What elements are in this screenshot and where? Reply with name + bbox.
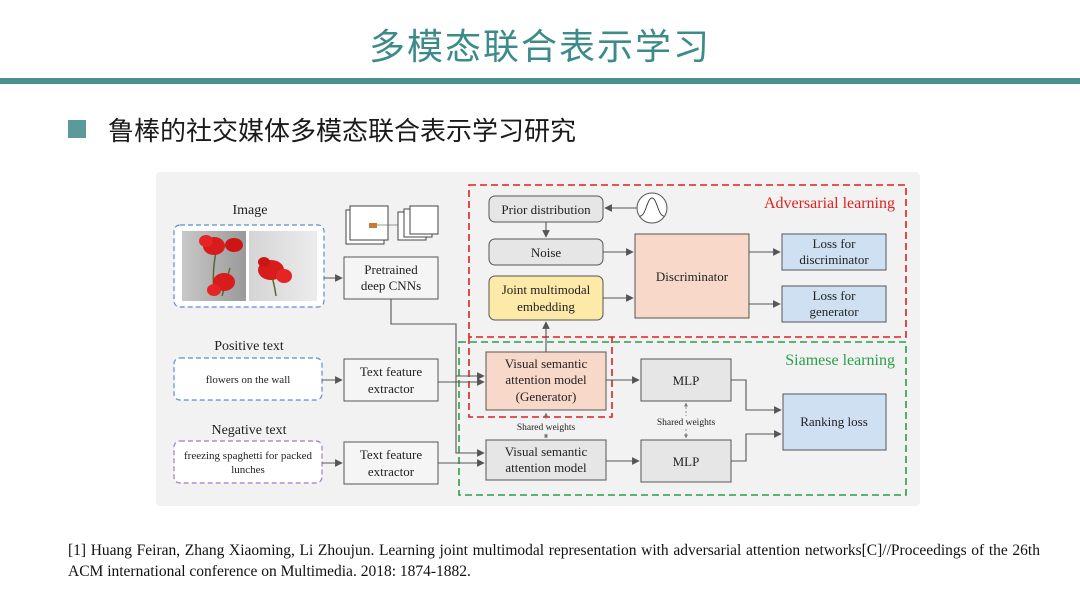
pretrained-cnn-line-1: Pretrained bbox=[364, 262, 418, 277]
loss-generator-line-1: Loss for bbox=[813, 288, 857, 303]
loss-discriminator-line-2: discriminator bbox=[799, 252, 869, 267]
bullet-text: 鲁棒的社交媒体多模态联合表示学习研究 bbox=[108, 116, 577, 147]
gaussian-icon bbox=[636, 192, 668, 224]
generator-boundary bbox=[468, 337, 613, 418]
bullet-square-icon bbox=[68, 120, 86, 138]
negative-text-label: Negative text bbox=[211, 423, 286, 438]
discriminator-label: Discriminator bbox=[656, 269, 729, 284]
positive-text-label: Positive text bbox=[214, 339, 284, 354]
negative-text-line-2: lunches bbox=[231, 464, 265, 476]
vsam-generator-line-3: (Generator) bbox=[516, 389, 577, 404]
loss-generator-line-2: generator bbox=[809, 304, 859, 319]
siamese-group bbox=[458, 341, 907, 496]
arrow-mlp-top-to-ranking bbox=[731, 379, 782, 414]
bullet-row: 鲁棒的社交媒体多模态联合表示学习研究 bbox=[68, 112, 577, 147]
vsam-box bbox=[485, 439, 607, 481]
mlp-top-label: MLP bbox=[673, 373, 700, 388]
text-extractor-1-box bbox=[343, 358, 439, 402]
poppy-image bbox=[182, 231, 317, 301]
loss-generator-box bbox=[781, 285, 887, 323]
slide-title: 多模态联合表示学习 bbox=[368, 27, 711, 68]
vsam-generator-line-1: Visual semantic bbox=[505, 356, 588, 371]
image-label: Image bbox=[233, 203, 268, 218]
pretrained-cnn-box bbox=[343, 256, 439, 300]
mlp-top-box bbox=[640, 358, 732, 402]
architecture-diagram: Adversarial learning Siamese learning Im… bbox=[173, 184, 907, 496]
arrow-cnn-to-vsam bbox=[390, 299, 485, 380]
arrow-mlp-bottom-to-ranking bbox=[731, 430, 782, 462]
text-extractor-1-line-1: Text feature bbox=[360, 364, 422, 379]
discriminator-box bbox=[634, 233, 750, 319]
text-extractor-2-box bbox=[343, 441, 439, 485]
loss-discriminator-box bbox=[781, 233, 887, 271]
positive-text: flowers on the wall bbox=[206, 374, 291, 386]
text-extractor-2-line-2: extractor bbox=[368, 464, 415, 479]
pretrained-cnn-line-2: deep CNNs bbox=[361, 278, 421, 293]
prior-distribution-label: Prior distribution bbox=[501, 202, 591, 217]
adversarial-label: Adversarial learning bbox=[764, 195, 895, 212]
mlp-bottom-box bbox=[640, 439, 732, 483]
vsam-generator-box bbox=[485, 351, 607, 411]
architecture-figure: Adversarial learning Siamese learning Im… bbox=[156, 172, 920, 506]
negative-text-line-1: freezing spaghetti for packed bbox=[184, 450, 312, 462]
siamese-label: Siamese learning bbox=[785, 352, 895, 369]
ranking-loss-box bbox=[782, 393, 887, 451]
feature-maps-icon bbox=[345, 205, 439, 245]
loss-discriminator-line-1: Loss for bbox=[813, 236, 857, 251]
noise-label: Noise bbox=[531, 245, 562, 260]
arrow-cnn-to-vsam-bottom bbox=[455, 376, 485, 457]
joint-embedding-line-2: embedding bbox=[517, 299, 575, 314]
ranking-loss-label: Ranking loss bbox=[800, 414, 868, 429]
title-divider bbox=[0, 78, 1080, 84]
shared-weights-label-1: Shared weights bbox=[517, 423, 576, 433]
mlp-bottom-label: MLP bbox=[673, 454, 700, 469]
vsam-generator-line-2: attention model bbox=[505, 372, 587, 387]
negative-text-box bbox=[173, 440, 323, 484]
shared-weights-label-2: Shared weights bbox=[657, 418, 716, 428]
text-extractor-2-line-1: Text feature bbox=[360, 447, 422, 462]
text-extractor-1-line-2: extractor bbox=[368, 381, 415, 396]
vsam-line-1: Visual semantic bbox=[505, 444, 588, 459]
joint-embedding-line-1: Joint multimodal bbox=[502, 282, 591, 297]
citation: [1] Huang Feiran, Zhang Xiaoming, Li Zho… bbox=[68, 542, 1040, 580]
positive-text-box bbox=[173, 357, 323, 401]
vsam-line-2: attention model bbox=[505, 460, 587, 475]
adversarial-group bbox=[468, 184, 907, 338]
